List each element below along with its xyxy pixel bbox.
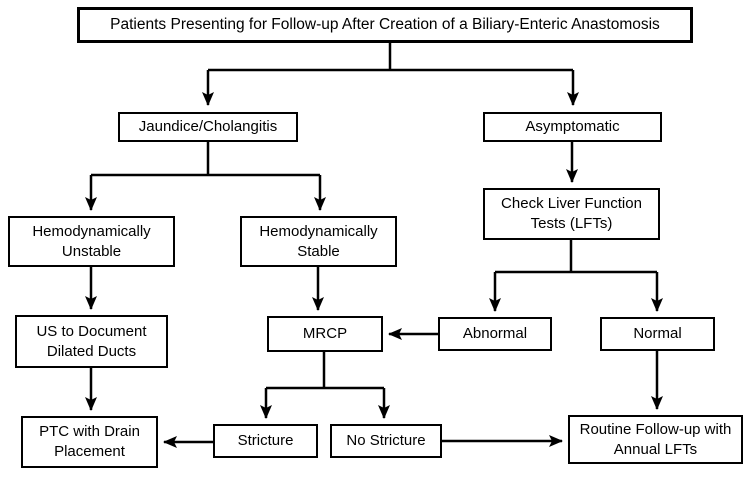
node-normal: Normal bbox=[600, 317, 715, 351]
node-ptc-with-drain-placement: PTC with Drain Placement bbox=[21, 416, 158, 468]
node-check-liver-function-tests: Check Liver Function Tests (LFTs) bbox=[483, 188, 660, 240]
node-no-stricture: No Stricture bbox=[330, 424, 442, 458]
node-title: Patients Presenting for Follow-up After … bbox=[77, 7, 693, 43]
node-stricture: Stricture bbox=[213, 424, 318, 458]
node-abnormal: Abnormal bbox=[438, 317, 552, 351]
node-us-document-dilated-ducts: US to Document Dilated Ducts bbox=[15, 315, 168, 368]
node-mrcp: MRCP bbox=[267, 316, 383, 352]
node-hemodynamically-stable: Hemodynamically Stable bbox=[240, 216, 397, 267]
node-asymptomatic: Asymptomatic bbox=[483, 112, 662, 142]
node-routine-follow-up: Routine Follow-up with Annual LFTs bbox=[568, 415, 743, 464]
node-jaundice-cholangitis: Jaundice/Cholangitis bbox=[118, 112, 298, 142]
node-hemodynamically-unstable: Hemodynamically Unstable bbox=[8, 216, 175, 267]
